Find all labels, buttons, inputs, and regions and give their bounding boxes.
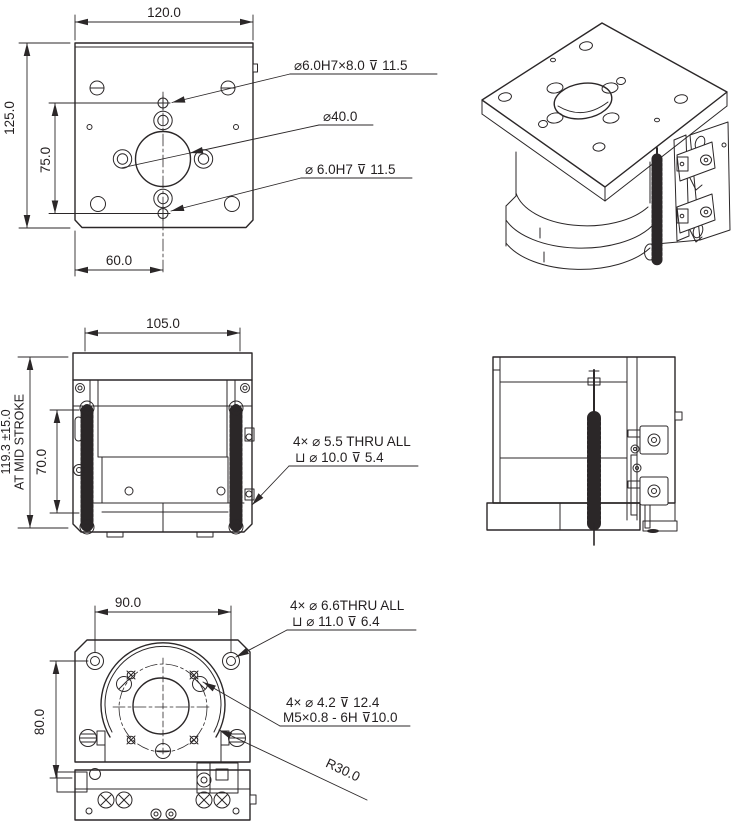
callout-dowel-text: ⌀ 6.0H7 ⊽ 11.5 bbox=[305, 162, 396, 177]
view-top-plan: 120.0 125.0 75.0 60.0 ⌀6.0H7×8.0 ⊽ 11.5 bbox=[2, 5, 438, 277]
bottom-base bbox=[56, 762, 257, 821]
callout-tap: 4× ⌀ 4.2 ⊽ 12.4 M5×0.8 - 6H ⊽10.0 bbox=[202, 681, 411, 727]
edge-tab bbox=[252, 63, 258, 73]
dim-125-label: 125.0 bbox=[2, 101, 17, 135]
dim-stroke-label: 119.3 ±15.0 bbox=[0, 409, 13, 474]
dim-90-label: 90.0 bbox=[115, 595, 141, 610]
bottom-slot-screws bbox=[116, 676, 208, 759]
iso-cylinder bbox=[505, 151, 655, 270]
callout-front-line1: 4× ⌀ 5.5 THRU ALL bbox=[293, 434, 411, 449]
dim-75: 75.0 bbox=[38, 102, 158, 214]
callout-radius-label: R30.0 bbox=[323, 755, 362, 784]
base-edge-tab bbox=[249, 794, 257, 805]
dim-70: 70.0 bbox=[34, 409, 80, 514]
dim-125: 125.0 bbox=[2, 42, 71, 229]
front-foot bbox=[196, 531, 214, 538]
callout-counterbore-text: ⌀6.0H7×8.0 ⊽ 11.5 bbox=[294, 58, 407, 73]
pin-hole bbox=[233, 124, 239, 130]
callout-tap-line2: M5×0.8 - 6H ⊽10.0 bbox=[283, 710, 398, 725]
pin-hole bbox=[86, 124, 93, 130]
dim-105: 105.0 bbox=[84, 316, 241, 352]
front-top-plate bbox=[72, 352, 253, 381]
dim-60-label: 60.0 bbox=[106, 253, 132, 268]
dim-70-label: 70.0 bbox=[34, 449, 49, 475]
front-foot bbox=[106, 531, 124, 538]
view-bottom: 90.0 80.0 4× ⌀ 6.6THRU ALL ⊔ ⌀ 11.0 ⊽ 6.… bbox=[32, 595, 417, 821]
callout-front-cbore: 4× ⌀ 5.5 THRU ALL ⊔ ⌀ 10.0 ⊽ 5.4 bbox=[251, 434, 419, 506]
side-spring-assembly bbox=[587, 369, 601, 546]
corner-hole bbox=[90, 196, 106, 212]
front-right-tab bbox=[244, 427, 255, 442]
front-springs bbox=[80, 404, 243, 532]
front-upper-block bbox=[97, 379, 228, 458]
side-foot-pad bbox=[647, 529, 659, 533]
view-isometric bbox=[481, 22, 731, 270]
bottom-corner-holes bbox=[86, 652, 240, 780]
iso-bore-lip bbox=[557, 101, 609, 113]
dim-75-label: 75.0 bbox=[38, 147, 53, 173]
corner-hole bbox=[224, 196, 240, 212]
callout-dowel: ⌀ 6.0H7 ⊽ 11.5 bbox=[170, 162, 413, 212]
dim-stroke-note: AT MID STROKE bbox=[13, 394, 27, 490]
dowel-holes bbox=[155, 95, 171, 221]
callout-counterbore: ⌀6.0H7×8.0 ⊽ 11.5 bbox=[171, 58, 438, 103]
side-limit-switches bbox=[627, 425, 669, 529]
side-edge-tab bbox=[674, 411, 683, 421]
iso-bore bbox=[553, 82, 613, 120]
callout-thru-line1: 4× ⌀ 6.6THRU ALL bbox=[290, 598, 405, 613]
dim-80: 80.0 bbox=[32, 660, 89, 779]
iso-slots bbox=[538, 76, 626, 129]
dim-80-label: 80.0 bbox=[32, 709, 47, 735]
view-side bbox=[486, 356, 683, 546]
bottom-plate-outline bbox=[74, 639, 251, 763]
plate-outline bbox=[74, 42, 254, 229]
iso-spring bbox=[644, 147, 663, 266]
dim-120-label: 120.0 bbox=[147, 5, 181, 20]
dim-105-label: 105.0 bbox=[146, 316, 180, 331]
callout-bore-text: ⌀40.0 bbox=[323, 109, 357, 124]
bottom-bore bbox=[132, 677, 190, 735]
base-left-tab bbox=[56, 771, 88, 793]
callout-front-line2: ⊔ ⌀ 10.0 ⊽ 5.4 bbox=[295, 450, 384, 465]
front-lower-block bbox=[101, 456, 229, 504]
callout-thru-line2: ⊔ ⌀ 11.0 ⊽ 6.4 bbox=[292, 614, 380, 629]
dim-120: 120.0 bbox=[74, 5, 254, 41]
iso-corner-holes bbox=[498, 41, 688, 152]
callout-bore: ⌀40.0 bbox=[120, 109, 374, 169]
iso-switch-bracket bbox=[655, 121, 731, 245]
front-screws bbox=[73, 383, 250, 535]
callout-thru: 4× ⌀ 6.6THRU ALL ⊔ ⌀ 11.0 ⊽ 6.4 bbox=[235, 598, 417, 658]
dim-60: 60.0 bbox=[74, 230, 164, 277]
iso-top-plate bbox=[481, 22, 728, 202]
callout-tap-line1: 4× ⌀ 4.2 ⊽ 12.4 bbox=[286, 695, 380, 710]
dim-stroke-height: 119.3 ±15.0 AT MID STROKE bbox=[0, 356, 69, 529]
side-base-band bbox=[486, 502, 641, 531]
base-terminal-screws bbox=[97, 791, 231, 809]
bottom-tap-holes bbox=[126, 670, 199, 745]
view-front: 105.0 119.3 ±15.0 AT MID STROKE 70.0 4× … bbox=[0, 316, 419, 538]
dim-90: 90.0 bbox=[94, 595, 232, 653]
side-foot bbox=[642, 520, 678, 532]
center-bore-circle bbox=[134, 130, 192, 188]
